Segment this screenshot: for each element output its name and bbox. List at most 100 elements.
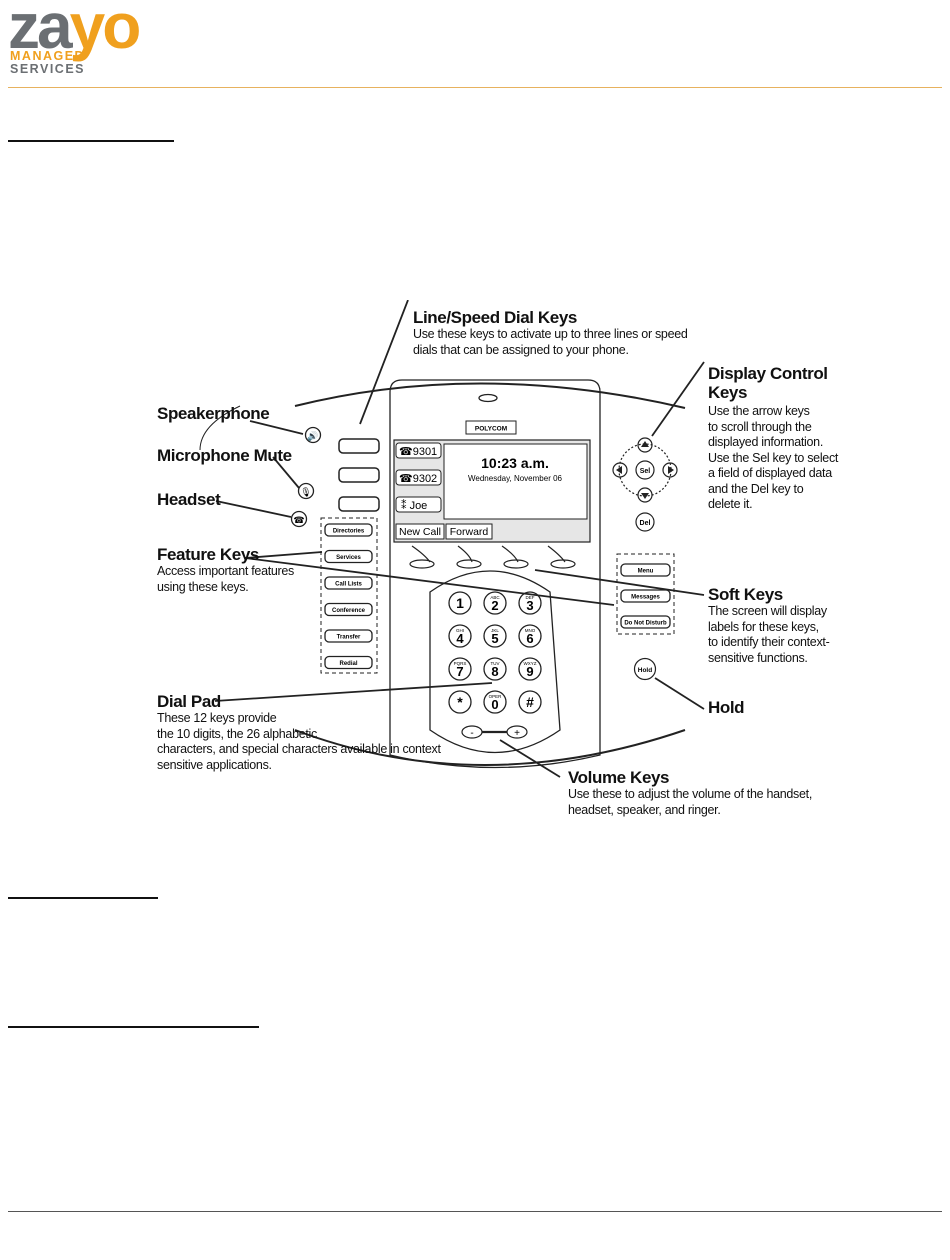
right-key-messages[interactable]: Messages — [620, 589, 671, 603]
screen-line-label-2 — [395, 469, 442, 486]
display-time: 10:23 a.m. — [481, 455, 549, 471]
dialpad-outline — [429, 570, 561, 754]
section-heading-underline-3 — [8, 1026, 259, 1028]
dialpad-digit: 8 — [491, 664, 498, 679]
left-arrow-icon — [616, 466, 622, 474]
logo-services: SERVICES — [10, 62, 85, 76]
dialpad-digit: 2 — [491, 598, 498, 613]
annotation-volume-keys: Volume Keys Use these to adjust the volu… — [568, 768, 813, 817]
header-rule — [8, 87, 942, 88]
sel-key-label: Sel — [640, 468, 651, 475]
headset-button — [290, 510, 308, 528]
dialpad-letters: DEF — [526, 595, 535, 600]
softkey-forward: Forward — [450, 526, 489, 538]
dialpad-digit: 3 — [526, 598, 533, 613]
speaker-icon: 🔊 — [307, 430, 318, 442]
section-heading-underline-2 — [8, 897, 158, 899]
microphone-icon: 🎙 — [300, 487, 311, 497]
line-label-2: ☎9302 — [399, 473, 437, 485]
zayo-logo: zayo MANAGED SERVICES — [8, 0, 178, 76]
right-key-menu[interactable]: Menu — [620, 563, 671, 577]
softkey-label-2 — [445, 523, 493, 540]
feature-key-call-lists[interactable]: Call Lists — [324, 576, 373, 590]
right-arrow-icon — [668, 466, 674, 474]
feature-key-label: Redial — [339, 661, 357, 667]
dialpad-digit: # — [526, 694, 534, 710]
dialpad-digit: 7 — [456, 664, 463, 679]
annotation-line-speed-dial: Line/Speed Dial Keys Use these keys to a… — [413, 308, 688, 357]
phone-illustration: POLYCOM ☎9301 ☎9302 ⁑ Joe 10:23 a.m. Wed… — [199, 299, 705, 778]
section-heading-underline-1 — [8, 140, 174, 142]
display-main-area — [443, 443, 588, 520]
feature-key-transfer[interactable]: Transfer — [324, 629, 373, 643]
hold-key-label: Hold — [638, 667, 652, 674]
display-date: Wednesday, November 06 — [468, 474, 563, 483]
dialpad-digit: 5 — [491, 631, 498, 646]
dialpad-letters: TUV — [491, 661, 500, 666]
annotation-feature-keys: Feature Keys Access important features u… — [157, 545, 295, 594]
screen-line-label-3 — [395, 496, 442, 513]
dialpad-letters: PQRS — [454, 661, 467, 666]
line-label-1: ☎9301 — [399, 446, 437, 458]
brand-badge — [465, 420, 517, 435]
phone-diagram: POLYCOM ☎9301 ☎9302 ⁑ Joe 10:23 a.m. Wed… — [140, 299, 840, 835]
right-key-label: Menu — [638, 569, 654, 575]
screen-line-label-1 — [395, 442, 442, 459]
annotation-dial-pad: Dial Pad These 12 keys provide the 10 di… — [157, 692, 441, 772]
body-bottom-arc — [294, 729, 686, 766]
dialpad-digit: 9 — [526, 664, 533, 679]
headset-icon: ☎ — [293, 515, 304, 525]
annotation-microphone-mute: Microphone Mute — [157, 446, 292, 465]
feature-key-label: Conference — [332, 608, 366, 614]
feature-key-services[interactable]: Services — [324, 549, 373, 564]
dialpad-letters: GHI — [456, 628, 464, 633]
annotation-speakerphone: Speakerphone — [157, 404, 270, 423]
del-key-label: Del — [640, 520, 651, 527]
dialpad-letters: ABC — [490, 595, 500, 600]
dialpad-key-hash[interactable]: # — [518, 690, 542, 714]
feature-key-label: Services — [336, 555, 361, 561]
line-label-3: ⁑ Joe — [401, 499, 427, 512]
right-key-do-not-disturb[interactable]: Do Not Disturb — [620, 615, 671, 629]
dialpad-key-star[interactable]: * — [448, 690, 472, 714]
dialpad-letters: OPER — [489, 694, 503, 699]
up-arrow-icon — [641, 441, 649, 447]
logo-wordmark: zayo — [8, 0, 141, 62]
body-top-arc — [294, 382, 686, 409]
dialpad-key-1[interactable]: 1 — [448, 591, 472, 615]
feature-key-label: Directories — [333, 529, 365, 535]
mute-button — [297, 482, 315, 500]
dialpad-letters: JKL — [491, 628, 499, 633]
volume-down-glyph: - — [470, 728, 473, 739]
feature-key-directories[interactable]: Directories — [324, 523, 373, 537]
footer-rule — [8, 1211, 942, 1212]
soft-key-row — [409, 545, 576, 569]
feature-key-label: Call Lists — [335, 582, 362, 588]
dialpad-digit: 0 — [491, 697, 498, 712]
dialpad-digit: 6 — [526, 631, 533, 646]
right-key-group — [616, 553, 675, 635]
softkey-label-1 — [395, 523, 445, 540]
feature-key-redial[interactable]: Redial — [324, 655, 373, 670]
feature-key-group — [320, 517, 378, 674]
dialpad-digit: 4 — [456, 631, 464, 646]
brand-text: POLYCOM — [475, 426, 507, 433]
annotation-soft-keys: Soft Keys The screen will display labels… — [708, 585, 830, 665]
indicator-led — [478, 393, 498, 403]
leader-lines — [214, 299, 705, 778]
feature-key-label: Transfer — [337, 635, 361, 641]
phone-center-column — [389, 379, 601, 769]
feature-key-conference[interactable]: Conference — [324, 602, 373, 617]
